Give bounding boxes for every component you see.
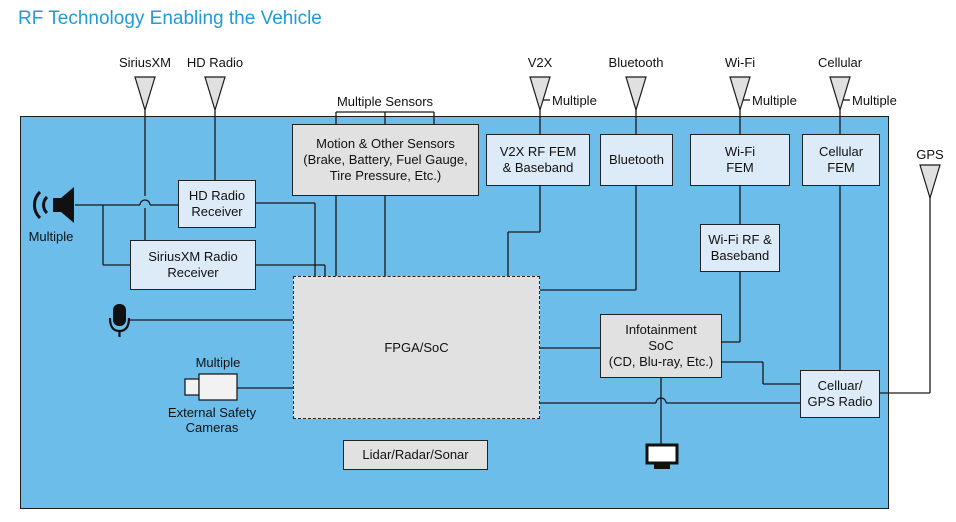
box-line: Wi-Fi [724, 144, 756, 159]
antenna-icon [729, 76, 751, 112]
box-line: Infotainment [625, 322, 697, 337]
siriusxm-receiver-box: SiriusXM Radio Receiver [130, 240, 256, 290]
v2x-fem-box: V2X RF FEM & Baseband [486, 134, 590, 186]
monitor-icon [645, 443, 679, 469]
antenna-icon [134, 76, 156, 112]
multiple-sensors-label: Multiple Sensors [336, 94, 434, 109]
infotainment-soc-box: Infotainment SoC (CD, Blu-ray, Etc.) [600, 314, 722, 378]
box-line: Tire Pressure, Etc.) [329, 168, 442, 183]
fpga-soc-box: FPGA/SoC [293, 276, 540, 419]
lidar-radar-sonar-box: Lidar/Radar/Sonar [343, 440, 488, 470]
cellular-fem-box: Cellular FEM [802, 134, 880, 186]
speaker-icon [33, 187, 74, 223]
wifi-multiple-label: Multiple [752, 93, 797, 108]
camera-label-line: Cameras [185, 420, 239, 435]
page-title: RF Technology Enabling the Vehicle [18, 8, 322, 29]
wifi-baseband-box: Wi-Fi RF & Baseband [700, 224, 780, 272]
box-line: SiriusXM Radio [148, 249, 238, 264]
microphone-icon [108, 304, 131, 337]
box-line: Celluar/ [817, 378, 863, 393]
box-line: Baseband [710, 248, 770, 263]
box-line: Receiver [167, 265, 219, 280]
box-line: Motion & Other Sensors [316, 136, 455, 151]
box-line: Receiver [191, 204, 243, 219]
box-line: Bluetooth [609, 152, 664, 167]
box-line: Lidar/Radar/Sonar [362, 447, 469, 462]
box-line: FEM [827, 160, 855, 175]
antenna-label-wifi: Wi-Fi [724, 55, 756, 70]
box-line: HD Radio [188, 188, 246, 203]
box-line: GPS Radio [807, 394, 873, 409]
camera-multiple-label: Multiple [195, 355, 241, 370]
box-line: Cellular [818, 144, 864, 159]
antenna-icon [625, 76, 647, 112]
antenna-icon [204, 76, 226, 112]
bluetooth-box: Bluetooth [600, 134, 673, 186]
speaker-multiple-label: Multiple [28, 229, 74, 244]
box-line: (Brake, Battery, Fuel Gauge, [303, 152, 468, 167]
antenna-label-hd-radio: HD Radio [186, 55, 244, 70]
box-line: (CD, Blu-ray, Etc.) [608, 354, 714, 369]
hd-radio-receiver-box: HD Radio Receiver [178, 180, 256, 228]
box-line: Wi-Fi RF & [708, 232, 772, 247]
v2x-multiple-label: Multiple [552, 93, 597, 108]
antenna-label-cellular: Cellular [817, 55, 863, 70]
camera-label: External Safety Cameras [164, 405, 260, 435]
box-line: V2X RF FEM [499, 144, 577, 159]
box-line: FEM [726, 160, 754, 175]
wifi-fem-box: Wi-Fi FEM [690, 134, 790, 186]
cellular-multiple-label: Multiple [852, 93, 897, 108]
box-line: SoC [648, 338, 674, 353]
antenna-icon [919, 164, 941, 200]
box-line: & Baseband [502, 160, 574, 175]
cellular-gps-radio-box: Celluar/ GPS Radio [800, 370, 880, 418]
antenna-label-siriusxm: SiriusXM [118, 55, 171, 70]
camera-icon [184, 373, 238, 401]
motion-sensors-box: Motion & Other Sensors (Brake, Battery, … [292, 124, 479, 196]
box-line: FPGA/SoC [384, 339, 449, 355]
antenna-label-v2x: V2X [527, 55, 553, 70]
antenna-label-gps: GPS [916, 147, 944, 162]
antenna-label-bluetooth: Bluetooth [608, 55, 664, 70]
camera-label-line: External Safety [167, 405, 257, 420]
antenna-icon [529, 76, 551, 112]
antenna-icon [829, 76, 851, 112]
